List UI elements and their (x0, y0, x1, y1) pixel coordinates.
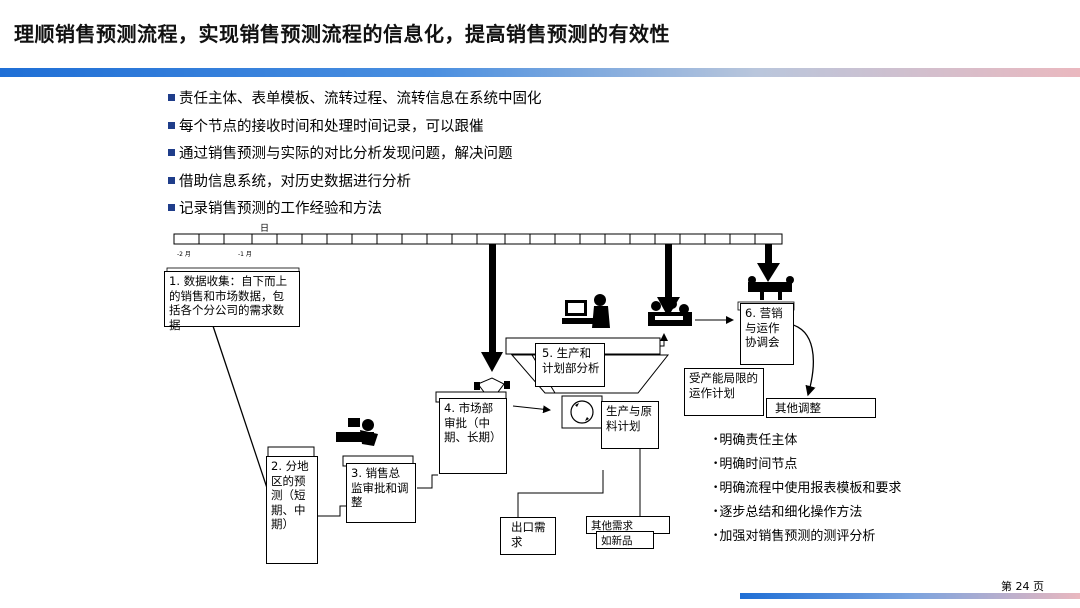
conference-icon (748, 276, 794, 300)
key-points-list: •明确责任主体 •明确时间节点 •明确流程中使用报表模板和要求 •逐步总结和细化… (713, 432, 918, 552)
timeline-arrow-marketing (481, 244, 503, 372)
key-point-item: •逐步总结和细化操作方法 (713, 505, 863, 520)
arrow-step4-to-process (512, 405, 551, 414)
timeline-bar (173, 233, 783, 245)
other-demand-box: 其他需求 (586, 516, 670, 534)
bullet-list: 责任主体、表单模板、流转过程、流转信息在系统中固化 每个节点的接收时间和处理时间… (168, 86, 542, 224)
timeline-tick-label: -1 月 (238, 251, 252, 258)
dot-bullet-icon: • (713, 507, 719, 517)
cycle-icon (570, 400, 594, 424)
other-adjust-box: 其他调整 (766, 398, 876, 418)
page-number: 第 24 页 (1001, 580, 1044, 593)
arrow-step1-to-step2 (212, 325, 278, 514)
key-point-item: •明确流程中使用报表模板和要求 (713, 481, 902, 496)
key-point-item: •加强对销售预测的测评分析 (713, 529, 876, 544)
arrow-meeting-to-adjust (789, 323, 816, 397)
timeline-day-label: 日 (260, 224, 270, 234)
handshake-icon (474, 377, 510, 393)
step3-box: 3. 销售总监审批和调整 (346, 463, 416, 523)
timeline-arrow-meeting (757, 244, 780, 282)
bullet-item: 通过销售预测与实际的对比分析发现问题，解决问题 (168, 141, 542, 169)
step1-box: 1. 数据收集：自下而上的销售和市场数据，包括各个分公司的需求数据 (164, 271, 300, 332)
square-bullet-icon (168, 176, 175, 184)
meeting-group-icon (648, 299, 692, 326)
step4-box: 4. 市场部审批（中期、长期） (439, 398, 507, 474)
key-point-item: •明确责任主体 (713, 433, 798, 448)
person-at-desk-icon (336, 418, 378, 446)
step2-box: 2. 分地区的预测（短期、中期） (266, 456, 318, 564)
new-product-box: 如新品 (596, 531, 654, 549)
bullet-item: 记录销售预测的工作经验和方法 (168, 196, 542, 224)
square-bullet-icon (168, 204, 175, 211)
arrow-to-coordination (660, 333, 668, 347)
footer-accent-bar (740, 593, 1080, 599)
bullet-item: 责任主体、表单模板、流转过程、流转信息在系统中固化 (168, 86, 542, 114)
bullet-item: 每个节点的接收时间和处理时间记录，可以跟催 (168, 114, 542, 142)
page-title: 理顺销售预测流程，实现销售预测流程的信息化，提高销售预测的有效性 (14, 22, 670, 46)
connector-to-export (517, 470, 604, 520)
dot-bullet-icon: • (713, 459, 719, 469)
square-bullet-icon (168, 149, 175, 156)
step6-box: 6. 营销与运作协调会 (740, 303, 794, 365)
export-demand-box: 出口需求 (500, 517, 556, 555)
step5-box: 5. 生产和计划部分析 (535, 343, 605, 387)
key-point-item: •明确时间节点 (713, 457, 798, 472)
timeline-tick-label: -2 月 (177, 251, 191, 258)
capacity-plan-box: 受产能局限的运作计划 (684, 368, 764, 416)
connector-step3-step4 (417, 474, 438, 489)
square-bullet-icon (168, 121, 175, 129)
square-bullet-icon (168, 94, 175, 101)
dot-bullet-icon: • (713, 435, 719, 445)
production-plan-box: 生产与原料计划 (601, 401, 659, 449)
header-accent-bar (0, 68, 1080, 77)
connector-step2-step3 (318, 505, 346, 517)
dot-bullet-icon: • (713, 483, 719, 493)
dot-bullet-icon: • (713, 531, 719, 541)
computer-user-icon (562, 294, 610, 328)
bullet-item: 借助信息系统，对历史数据进行分析 (168, 169, 542, 197)
